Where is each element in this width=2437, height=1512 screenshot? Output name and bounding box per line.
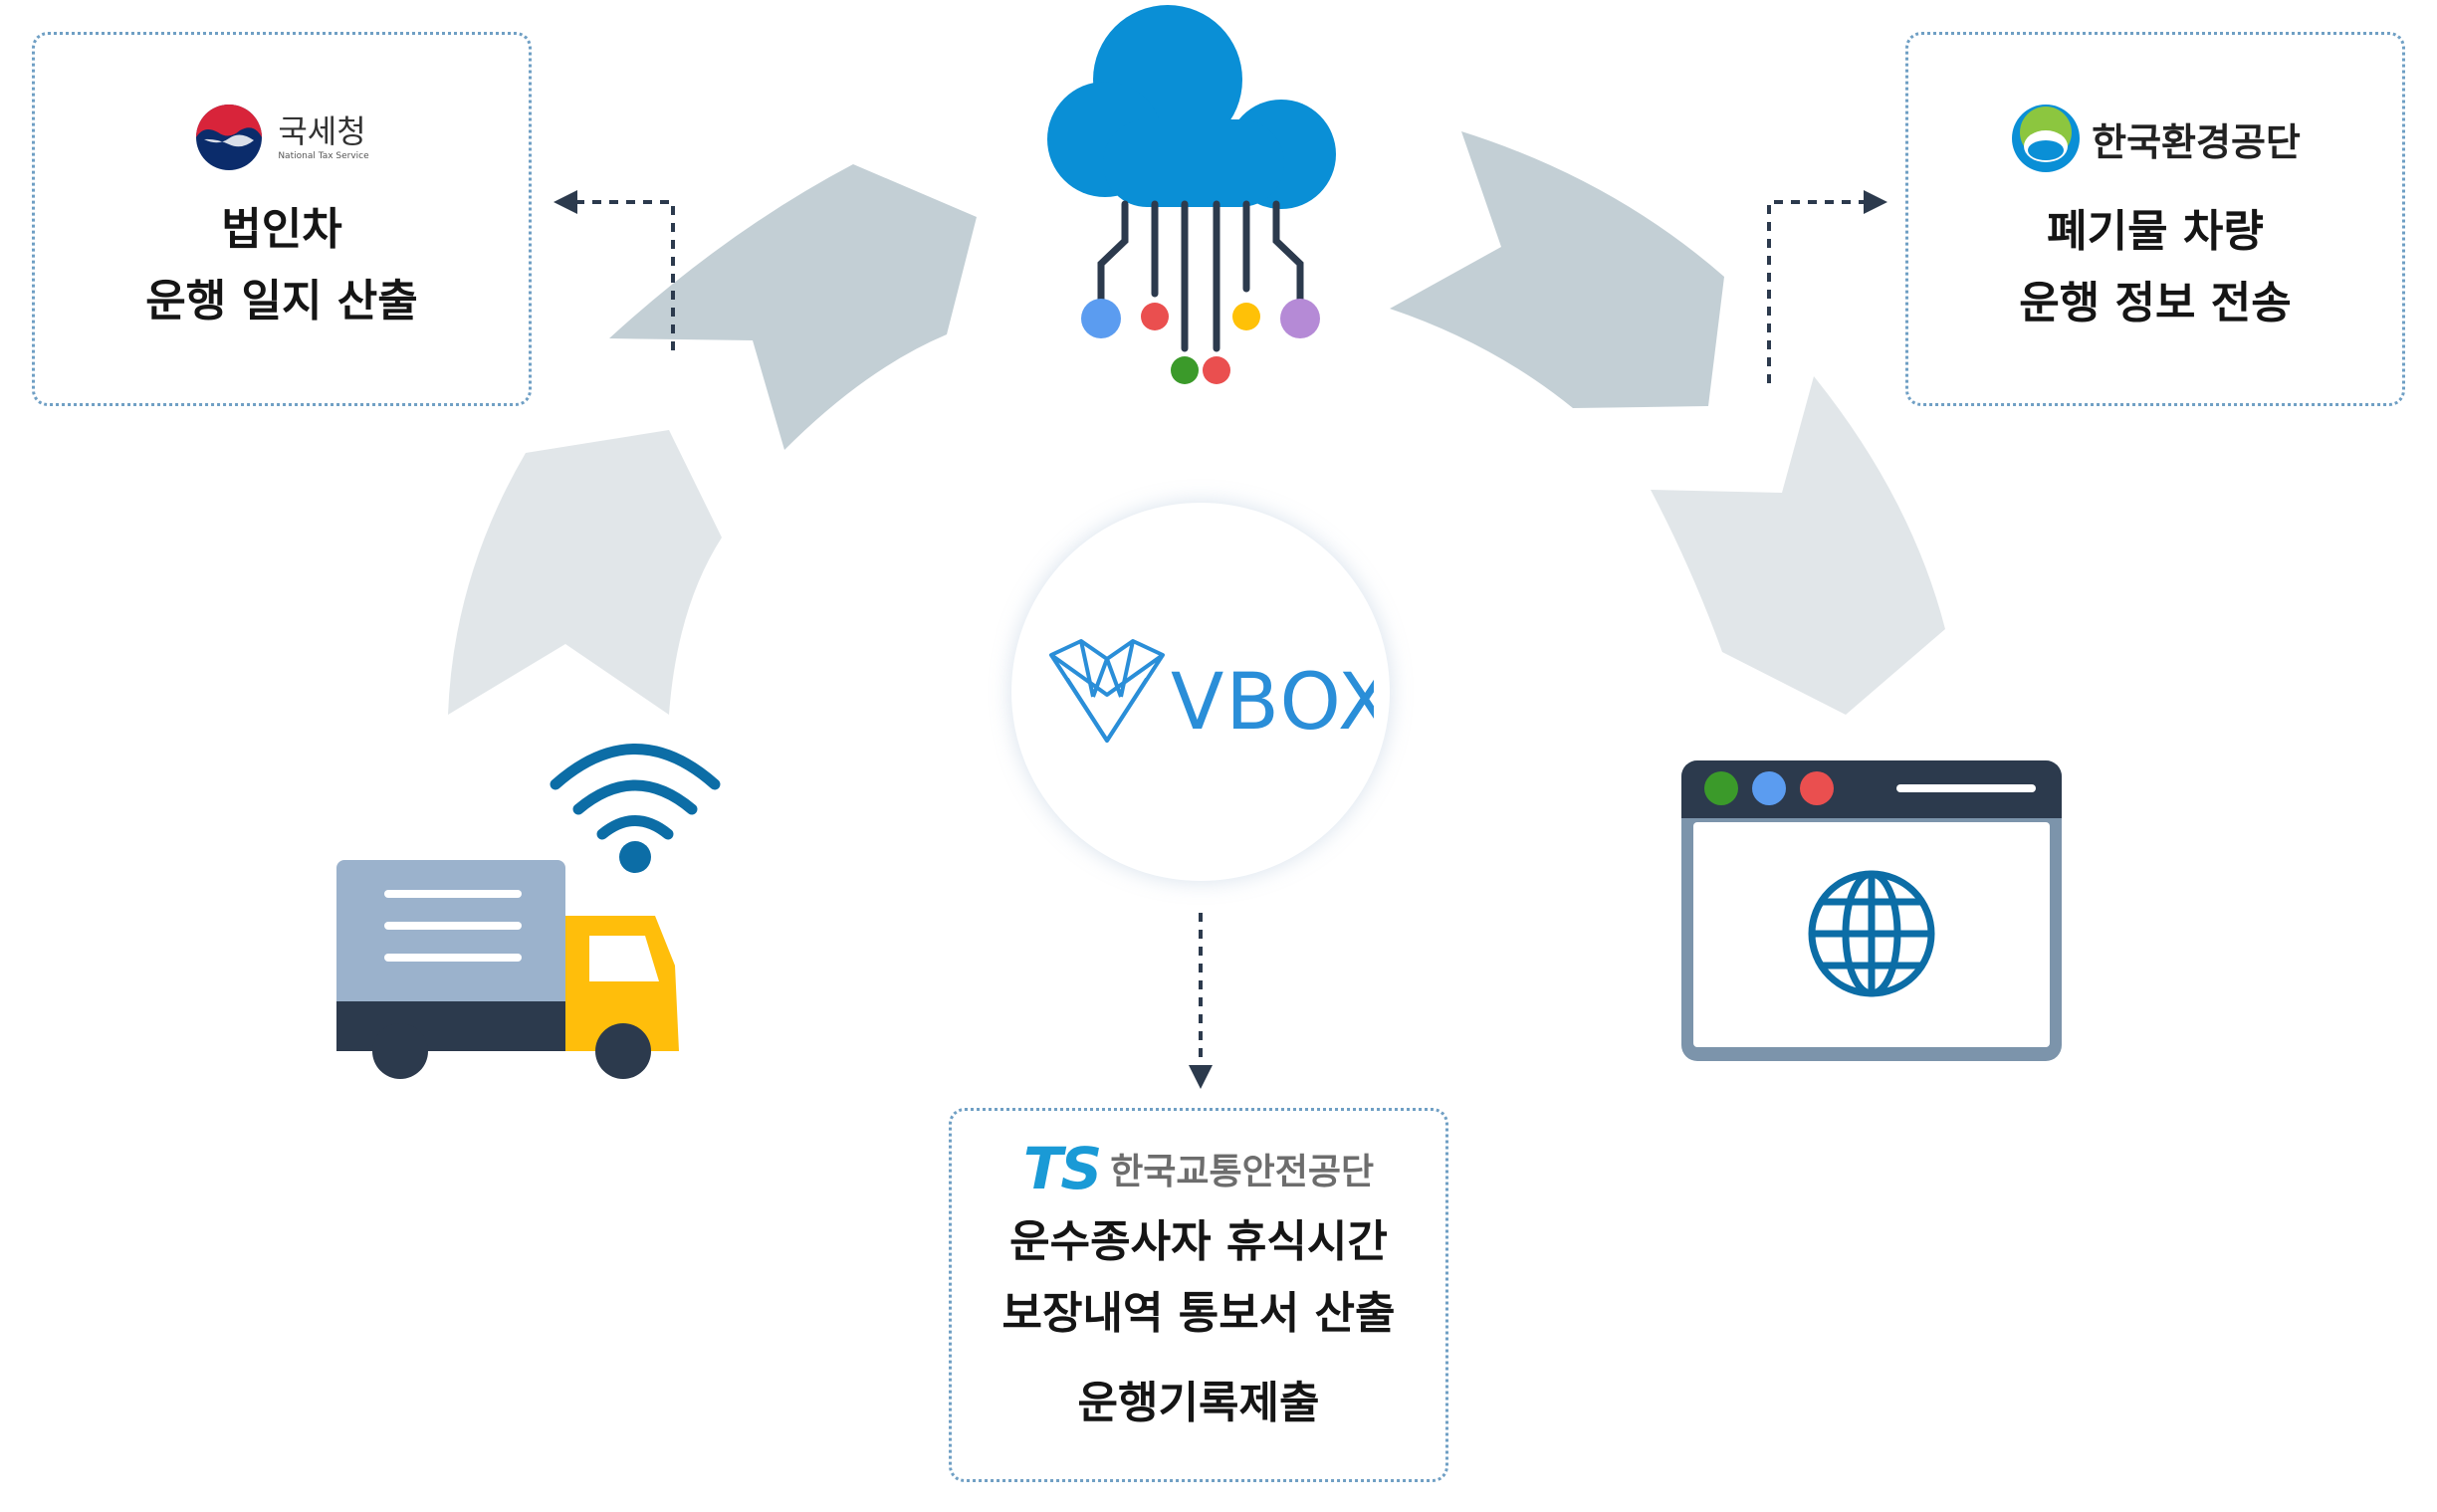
connector-to-keco: [1767, 200, 1874, 383]
nts-emblem-icon: [196, 105, 263, 170]
ts-line3: 운행기록제출: [1077, 1378, 1320, 1428]
cycle-arrow-top-left: [609, 164, 977, 450]
browser-dot-blue: [1752, 771, 1786, 805]
browser-dot-red: [1800, 771, 1834, 805]
nts-line2: 운행 일지 산출: [145, 276, 418, 326]
wifi-signal-icon: [550, 744, 721, 873]
nts-org-sub: National Tax Service: [278, 151, 369, 161]
arrowhead-ts: [1189, 1065, 1213, 1089]
nts-line1: 법인차: [221, 204, 342, 255]
ts-line2: 보장내역 통보서 산출: [1001, 1288, 1396, 1339]
ts-org-name: 한국교통안전공단: [1110, 1152, 1375, 1192]
ts-logo-letters: TS: [1022, 1135, 1102, 1202]
ts-logo: TS 한국교통안전공단: [952, 1139, 1445, 1198]
vbox-heart-icon: [1049, 639, 1165, 743]
keco-logo: 한국환경공단: [1908, 103, 2402, 174]
browser-window-icon: [1681, 760, 2062, 1061]
cycle-arrow-top-right: [1390, 131, 1724, 408]
keco-box: 한국환경공단 폐기물 차량 운행 정보 전송: [1905, 32, 2405, 406]
cloud-network-icon: [1047, 5, 1336, 384]
nts-logo: 국세청 National Tax Service: [35, 103, 529, 172]
globe-icon: [1808, 870, 1935, 997]
nts-box: 국세청 National Tax Service 법인차 운행 일지 산출: [32, 32, 532, 406]
nts-org-name: 국세청: [278, 112, 366, 150]
arrowhead-keco: [1864, 190, 1887, 214]
vbox-brand-text: VBOX: [1171, 658, 1374, 747]
arrowhead-nts: [554, 190, 577, 214]
ts-line1: 운수종사자 휴식시간: [1009, 1216, 1388, 1267]
ts-box: TS 한국교통안전공단 운수종사자 휴식시간 보장내역 통보서 산출 운행기록제…: [949, 1108, 1448, 1482]
keco-emblem-icon: [2012, 105, 2081, 172]
keco-org-name: 한국환경공단: [2092, 119, 2301, 164]
vbox-logo: VBOX: [1049, 639, 1374, 747]
browser-dot-green: [1704, 771, 1738, 805]
cycle-arrow-right: [1651, 376, 1945, 715]
keco-line2: 운행 정보 전송: [2019, 278, 2292, 328]
cycle-arrow-left: [448, 430, 722, 715]
keco-line1: 폐기물 차량: [2047, 206, 2264, 257]
truck-icon: [336, 860, 679, 1079]
